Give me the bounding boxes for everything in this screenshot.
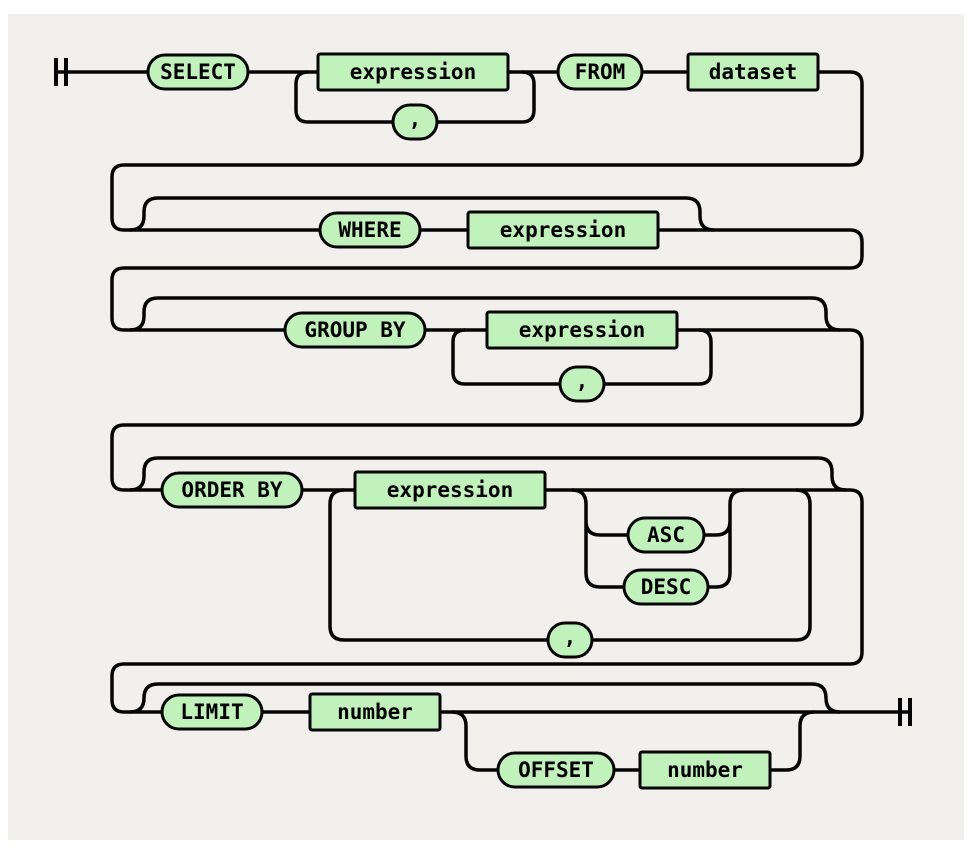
node-asc-box <box>626 516 706 554</box>
rail-bypass-groupby <box>129 296 841 332</box>
start-terminal-icon <box>54 58 68 86</box>
node-expression-select-box <box>316 52 510 92</box>
node-expression-orderby-label: expression <box>387 478 513 502</box>
node-comma-select-box <box>391 103 439 141</box>
diagram-background <box>8 14 964 840</box>
node-comma-orderby: , <box>546 621 594 659</box>
node-group-by-box <box>283 311 427 349</box>
node-select-box <box>146 53 250 91</box>
rail-bypass-orderby <box>129 456 847 492</box>
node-expression-groupby: expression <box>485 310 679 350</box>
node-order-by-label: ORDER BY <box>181 478 283 502</box>
node-from-box <box>556 53 644 91</box>
node-expression-where-box <box>466 210 660 250</box>
node-expression-where-label: expression <box>500 218 626 242</box>
node-comma-select: , <box>391 103 439 141</box>
node-number-limit-box <box>308 692 442 732</box>
node-expression-orderby-box <box>353 470 547 510</box>
node-limit-box <box>160 693 264 731</box>
rail-branch-offset <box>451 710 815 772</box>
node-comma-orderby-box <box>546 621 594 659</box>
node-desc-label: DESC <box>641 575 692 599</box>
rail-branch-asc-desc <box>571 488 745 589</box>
node-order-by: ORDER BY <box>160 471 304 509</box>
node-offset-label: OFFSET <box>518 758 594 782</box>
node-offset-box <box>496 751 616 789</box>
rail-bypass-limit <box>129 682 841 714</box>
node-desc: DESC <box>622 568 710 606</box>
node-number-offset-label: number <box>667 758 743 782</box>
node-comma-orderby-label: , <box>564 625 577 649</box>
node-dataset: dataset <box>686 52 820 92</box>
node-comma-select-label: , <box>409 107 422 131</box>
node-where-box <box>318 211 422 249</box>
node-comma-groupby-box <box>558 365 606 403</box>
node-expression-orderby: expression <box>353 470 547 510</box>
node-group-by: GROUP BY <box>283 311 427 349</box>
node-expression-select-label: expression <box>350 60 476 84</box>
rail-bypass-where <box>129 196 715 232</box>
node-asc-label: ASC <box>647 523 685 547</box>
node-asc: ASC <box>626 516 706 554</box>
node-expression-select: expression <box>316 52 510 92</box>
node-dataset-box <box>686 52 820 92</box>
node-group-by-label: GROUP BY <box>304 318 406 342</box>
node-dataset-label: dataset <box>709 60 798 84</box>
node-expression-where: expression <box>466 210 660 250</box>
node-comma-groupby-label: , <box>576 369 589 393</box>
node-desc-box <box>622 568 710 606</box>
node-limit: LIMIT <box>160 693 264 731</box>
node-select-label: SELECT <box>160 60 236 84</box>
node-number-limit: number <box>308 692 442 732</box>
node-expression-groupby-box <box>485 310 679 350</box>
node-where-label: WHERE <box>338 218 401 242</box>
node-limit-label: LIMIT <box>180 700 243 724</box>
node-number-offset: number <box>638 750 772 790</box>
node-from-label: FROM <box>575 60 626 84</box>
node-comma-groupby: , <box>558 365 606 403</box>
node-number-offset-box <box>638 750 772 790</box>
node-where: WHERE <box>318 211 422 249</box>
node-from: FROM <box>556 53 644 91</box>
end-terminal-icon <box>898 698 912 726</box>
node-select: SELECT <box>146 53 250 91</box>
node-offset: OFFSET <box>496 751 616 789</box>
node-number-limit-label: number <box>337 700 413 724</box>
node-expression-groupby-label: expression <box>519 318 645 342</box>
node-order-by-box <box>160 471 304 509</box>
